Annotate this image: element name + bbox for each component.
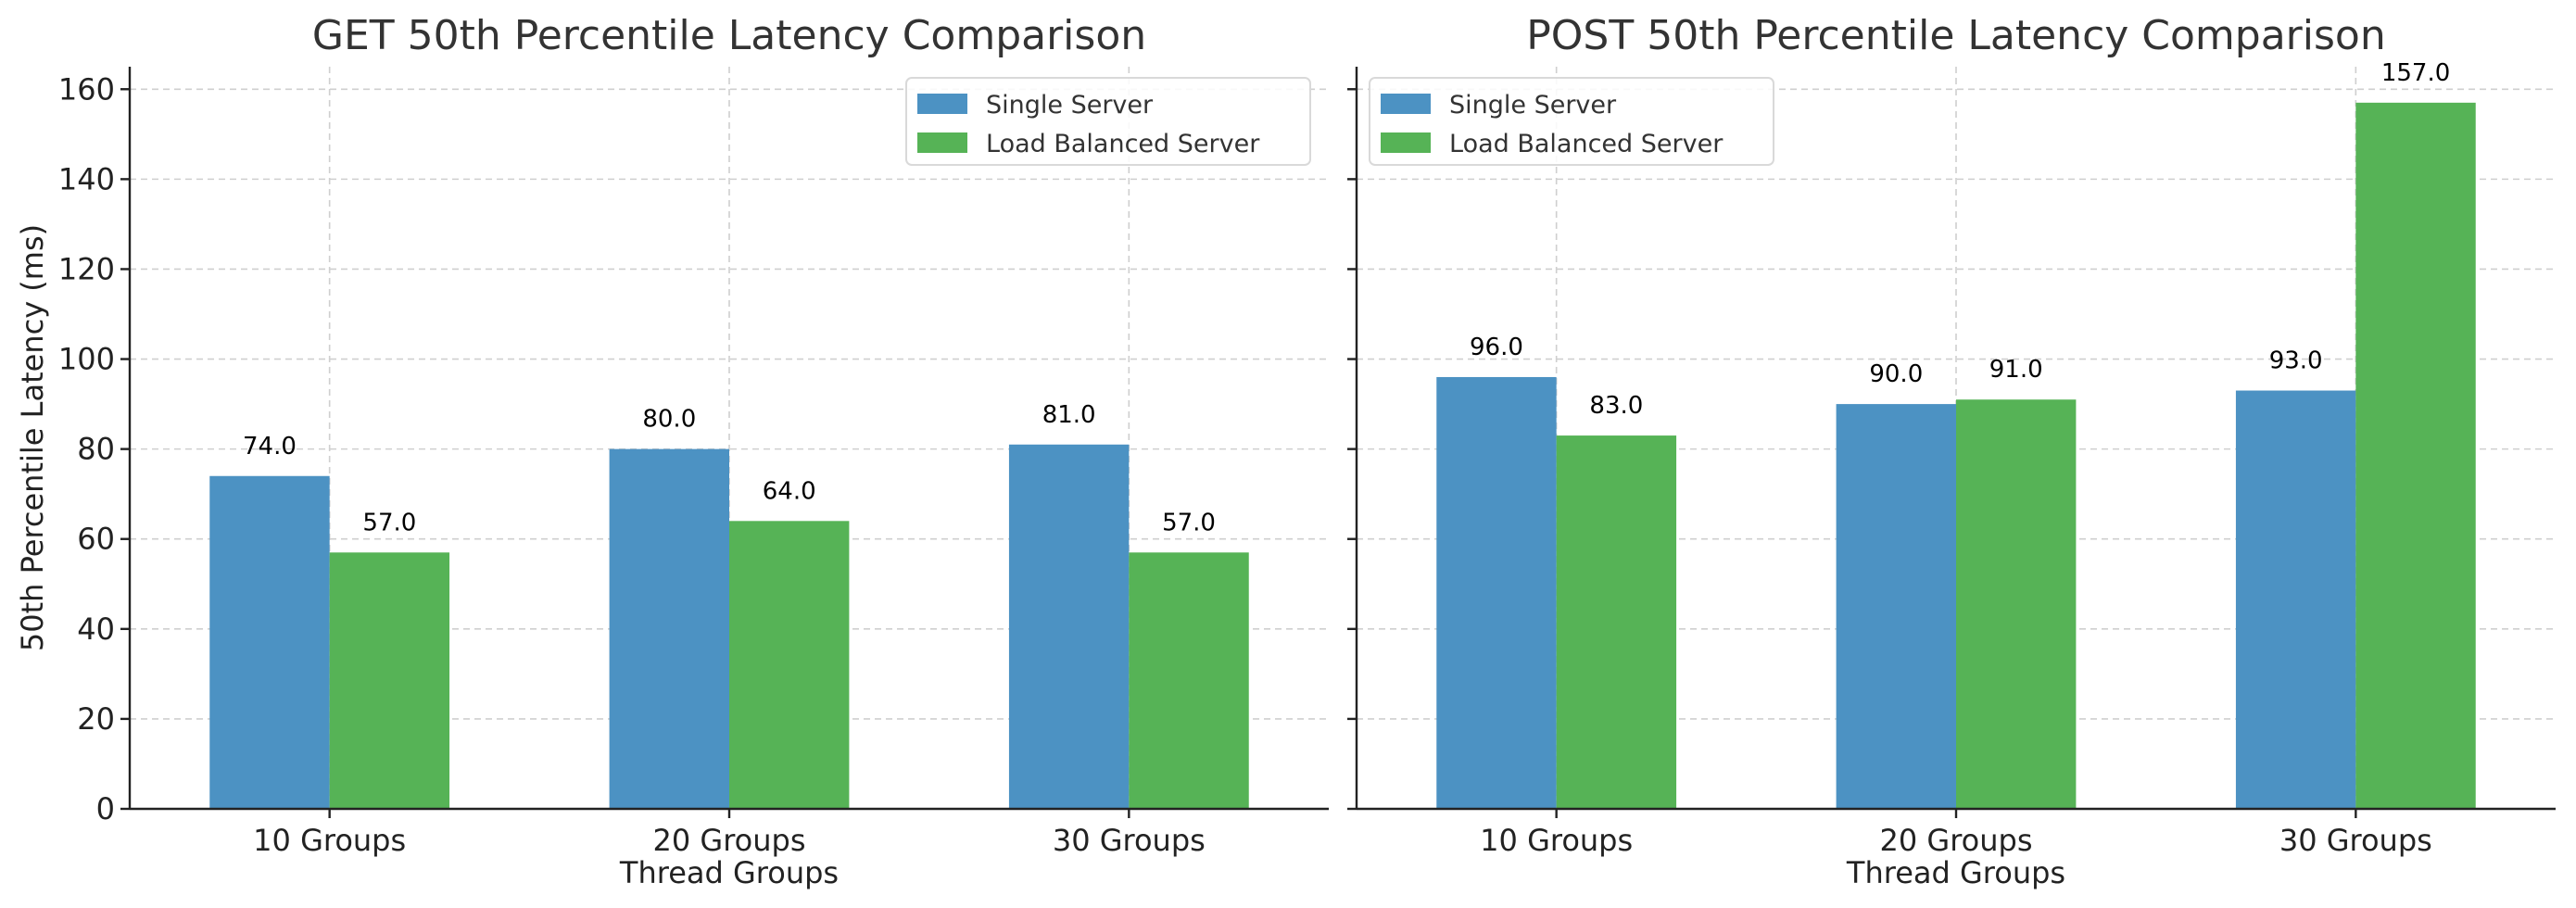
bar-value-label: 157.0 — [2381, 59, 2450, 87]
legend-label: Load Balanced Server — [1449, 130, 1724, 158]
x-tick-label: 20 Groups — [653, 823, 806, 858]
bar-value-label: 57.0 — [362, 509, 416, 536]
bar-load-balanced-server-3 — [1129, 552, 1249, 809]
y-tick-label: 80 — [77, 432, 115, 467]
bar-value-label: 64.0 — [763, 477, 816, 505]
y-tick-label: 20 — [77, 701, 115, 737]
bar-load-balanced-server-3 — [2355, 102, 2476, 809]
y-tick-label: 100 — [58, 342, 115, 377]
bar-single-server-2 — [1836, 404, 1956, 809]
bar-value-label: 93.0 — [2269, 347, 2323, 375]
legend-box — [905, 77, 1311, 166]
bar-single-server-3 — [2235, 390, 2356, 809]
x-tick-label: 30 Groups — [2279, 823, 2432, 858]
bar-value-label: 80.0 — [642, 406, 696, 434]
y-tick-label: 140 — [58, 161, 115, 196]
y-tick-label: 0 — [96, 791, 115, 826]
y-tick-label: 160 — [58, 71, 115, 107]
x-tick-label: 30 Groups — [1053, 823, 1206, 858]
legend-label: Single Server — [1449, 91, 1617, 120]
bar-single-server-1 — [209, 475, 330, 809]
bar-single-server-1 — [1436, 376, 1557, 809]
bar-value-label: 83.0 — [1589, 392, 1643, 420]
bar-load-balanced-server-1 — [1556, 435, 1677, 809]
chart-panel-1: 74.0 80.0 81.0 57.0 64.0 57.0 0 20 40 60 80 100 120 1… — [15, 12, 1329, 890]
bar-load-balanced-server-2 — [729, 521, 850, 809]
bar-single-server-2 — [609, 448, 729, 809]
x-tick-label: 20 Groups — [1880, 823, 2033, 858]
legend-swatch — [917, 94, 967, 114]
bar-load-balanced-server-2 — [1956, 399, 2077, 809]
legend-box — [1369, 77, 1774, 166]
bar-single-server-3 — [1008, 444, 1130, 809]
bar-value-label: 57.0 — [1162, 509, 1216, 536]
bar-value-label: 74.0 — [243, 433, 297, 460]
legend-label: Load Balanced Server — [986, 130, 1260, 158]
chart-title: POST 50th Percentile Latency Comparison — [1526, 12, 2385, 59]
x-axis-label: Thread Groups — [619, 855, 839, 890]
chart-title: GET 50th Percentile Latency Comparison — [312, 12, 1146, 59]
legend-swatch — [1381, 132, 1431, 153]
bar-value-label: 81.0 — [1042, 401, 1096, 429]
bar-load-balanced-server-1 — [329, 552, 450, 809]
legend-swatch — [917, 132, 967, 153]
legend-swatch — [1381, 94, 1431, 114]
bar-value-label: 91.0 — [1989, 356, 2043, 384]
x-tick-label: 10 Groups — [253, 823, 406, 858]
y-tick-label: 60 — [77, 522, 115, 557]
y-tick-label: 40 — [77, 612, 115, 647]
legend-label: Single Server — [986, 91, 1154, 120]
y-tick-label: 120 — [58, 251, 115, 286]
x-axis-label: Thread Groups — [1846, 855, 2065, 890]
y-axis-label: 50th Percentile Latency (ms) — [15, 224, 50, 651]
x-tick-label: 10 Groups — [1480, 823, 1633, 858]
chart-panel-2: 96.0 90.0 93.0 83.0 91.0 157.0 10 Groups 20 Gro… — [1347, 12, 2556, 890]
bar-value-label: 96.0 — [1470, 334, 1523, 361]
bar-value-label: 90.0 — [1869, 360, 1923, 388]
